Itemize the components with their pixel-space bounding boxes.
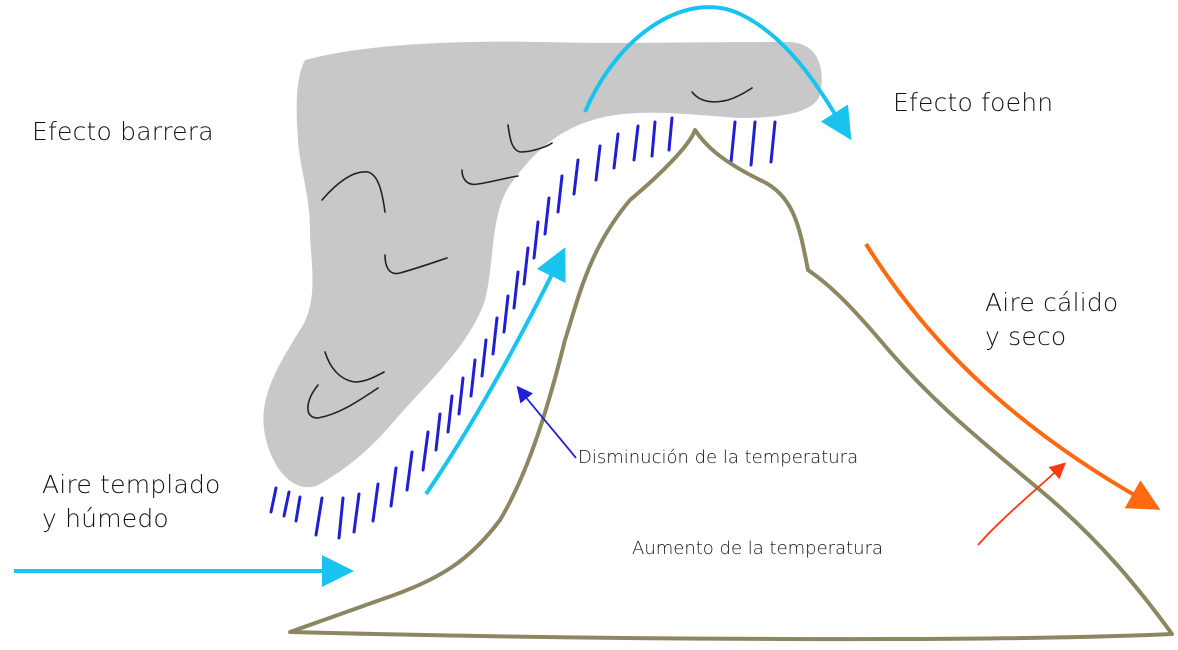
rising-air-arrow [424,247,566,496]
temperate-humid-air-line-1: Aire templado [42,470,221,499]
foehn-effect-label: Efecto foehn [893,88,1054,117]
warm-dry-air-label: Aire cálido y seco [985,286,1118,354]
cloud [263,41,822,488]
rain-streaks [269,116,777,540]
temperate-humid-air-line-2: y húmedo [42,504,169,533]
cloud-curls [307,87,753,419]
temperature-increase-pointer [977,462,1067,546]
warm-dry-air-line-1: Aire cálido [985,288,1119,317]
temperate-humid-air-label: Aire templado y húmedo [42,468,221,536]
temperature-decrease-pointer [516,385,577,459]
warm-dry-air-line-2: y seco [985,322,1067,351]
temperature-decrease-label: Disminución de la temperatura [578,447,859,468]
temperature-increase-label: Aumento de la temperatura [632,538,883,559]
descending-warm-air-arrow [864,242,1161,510]
crest-air-arrow [583,5,852,141]
mountain-outline [288,128,1174,642]
barrier-effect-label: Efecto barrera [32,117,214,146]
